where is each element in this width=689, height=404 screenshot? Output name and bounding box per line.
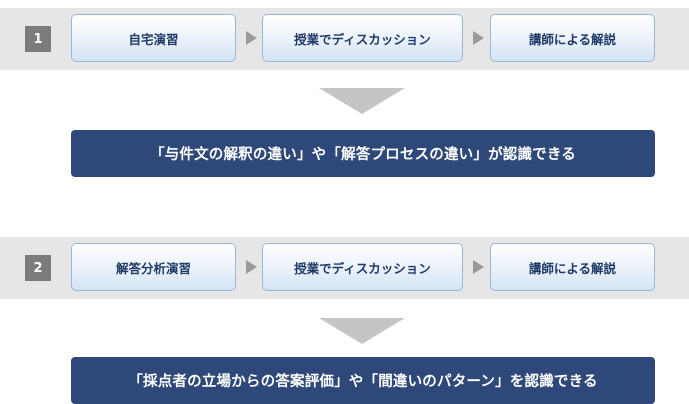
flow-1-step-1: 自宅演習 (71, 14, 236, 62)
flow-2-step-2: 授業でディスカッション (262, 243, 463, 291)
flow-1-down-arrow (319, 88, 405, 114)
flow-2-arrow-right-2 (473, 260, 484, 274)
flow-2-down-arrow (319, 318, 405, 344)
flow-1-step-2: 授業でディスカッション (262, 14, 463, 62)
flow-2-step-3: 講師による解説 (490, 243, 655, 291)
flow-1-arrow-right-2 (473, 31, 484, 45)
flow-1-result: 「与件文の解釈の違い」や「解答プロセスの違い」が認識できる (71, 130, 655, 177)
flow-2-arrow-right-1 (246, 260, 257, 274)
flow-2-result: 「採点者の立場からの答案評価」や「間違いのパターン」を認識できる (71, 357, 655, 404)
flow-1-arrow-right-1 (246, 31, 257, 45)
flow-2-number: 2 (25, 255, 51, 281)
flow-1-step-3: 講師による解説 (490, 14, 655, 62)
flow-2-step-1: 解答分析演習 (71, 243, 236, 291)
flow-1-number: 1 (25, 26, 51, 52)
